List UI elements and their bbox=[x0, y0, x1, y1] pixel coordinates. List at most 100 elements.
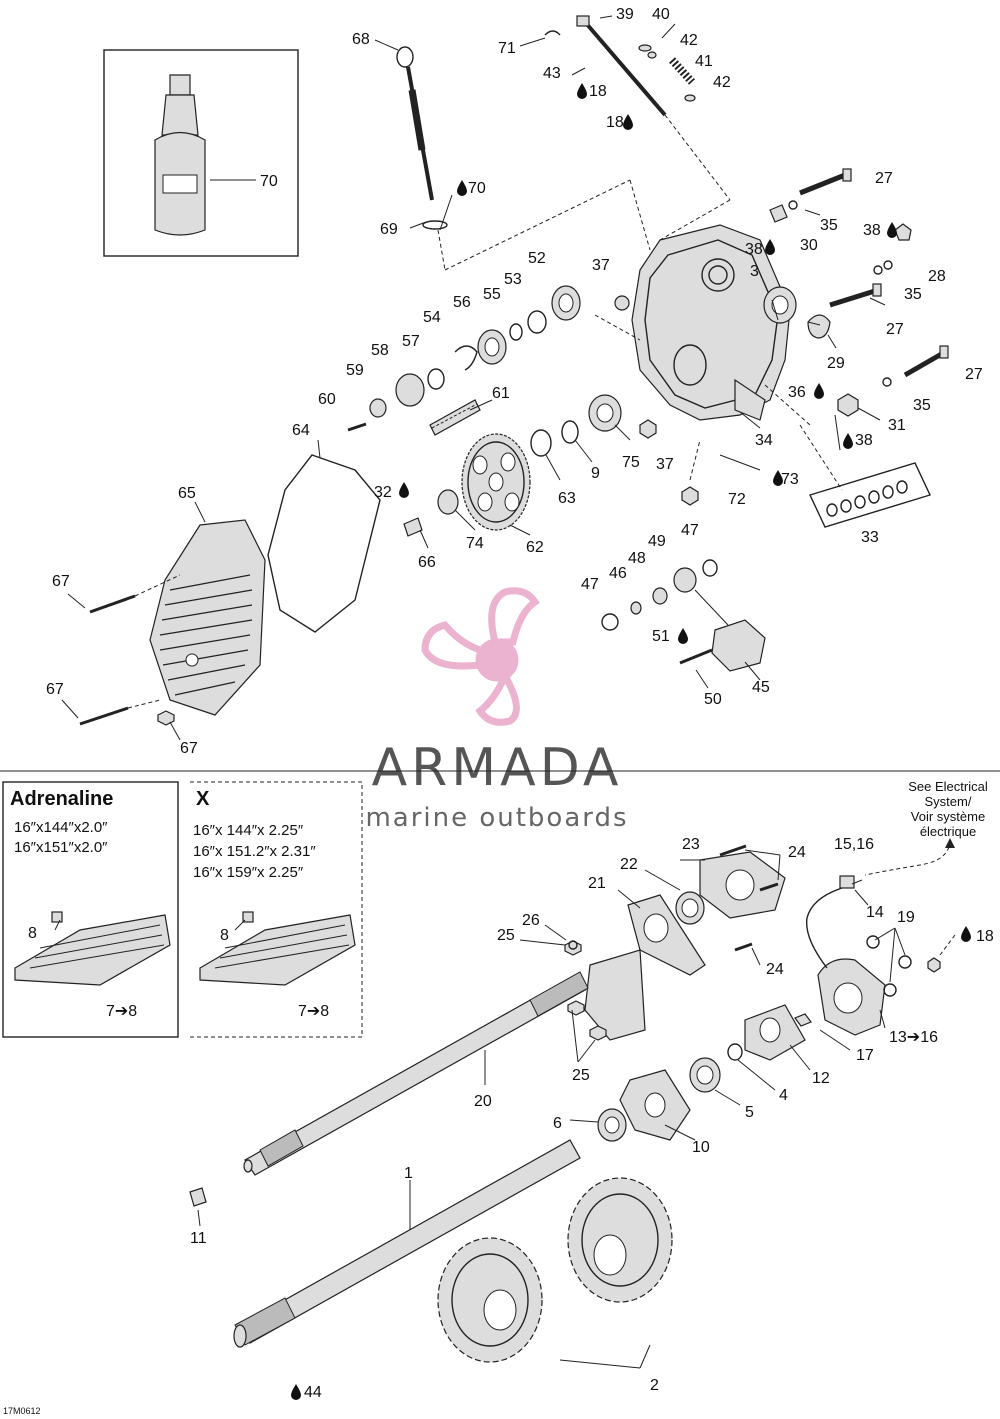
part-label-72: 72 bbox=[728, 491, 746, 508]
part-label-27: 27 bbox=[886, 321, 904, 338]
x-title: X bbox=[196, 788, 210, 810]
housing-bolts bbox=[769, 168, 949, 491]
part-label-59: 59 bbox=[346, 362, 364, 379]
part-label-39: 39 bbox=[616, 6, 634, 23]
part-label-14: 14 bbox=[866, 904, 884, 921]
part-label-7-8: 7➔8 bbox=[106, 1003, 137, 1020]
watermark-brand: ARMADA bbox=[372, 738, 623, 798]
part-label-3: 3 bbox=[750, 263, 759, 280]
part-label-75: 75 bbox=[622, 454, 640, 471]
part-label-40: 40 bbox=[652, 6, 670, 23]
part-label-35: 35 bbox=[820, 217, 838, 234]
part-label-42: 42 bbox=[713, 74, 731, 91]
part-label-13-16: 13➔16 bbox=[889, 1029, 938, 1046]
part-label-10: 10 bbox=[692, 1139, 710, 1156]
part-label-26: 26 bbox=[522, 912, 540, 929]
part-label-4: 4 bbox=[779, 1087, 788, 1104]
part-label-27: 27 bbox=[875, 170, 893, 187]
part-label-50: 50 bbox=[704, 691, 722, 708]
armada-logo bbox=[421, 587, 540, 726]
part-label-7-8: 7➔8 bbox=[298, 1003, 329, 1020]
oil-drop-icon bbox=[399, 482, 409, 498]
part-label-38: 38 bbox=[745, 241, 763, 258]
part-label-33: 33 bbox=[861, 529, 879, 546]
watermark-tagline: marine outboards bbox=[365, 803, 628, 833]
oil-drop-icon bbox=[887, 222, 897, 238]
oil-drop-icon bbox=[961, 926, 971, 942]
part-label-51: 51 bbox=[652, 628, 670, 645]
part-label-18: 18 bbox=[589, 83, 607, 100]
part-label-70: 70 bbox=[468, 180, 486, 197]
part-label-65: 65 bbox=[178, 485, 196, 502]
part-label-62: 62 bbox=[526, 539, 544, 556]
part-label-37: 37 bbox=[592, 257, 610, 274]
electrical-note-line-2: System/ bbox=[925, 794, 972, 809]
electrical-arrow bbox=[864, 839, 951, 876]
part-label-41: 41 bbox=[695, 53, 713, 70]
part-label-19: 19 bbox=[897, 909, 915, 926]
part-label-28: 28 bbox=[928, 268, 946, 285]
part-label-6: 6 bbox=[553, 1115, 562, 1132]
oil-drop-icons bbox=[291, 83, 971, 1400]
part-label-49: 49 bbox=[648, 533, 666, 550]
electrical-arrow-head bbox=[945, 838, 955, 848]
part-label-67: 67 bbox=[52, 573, 70, 590]
part-label-24: 24 bbox=[766, 961, 784, 978]
oil-drop-icon bbox=[457, 180, 467, 196]
part-label-18: 18 bbox=[976, 928, 994, 945]
part-label-21: 21 bbox=[588, 875, 606, 892]
part-label-53: 53 bbox=[504, 271, 522, 288]
part-label-69: 69 bbox=[380, 221, 398, 238]
x-spec-2: 16″x 151.2″x 2.31″ bbox=[193, 843, 316, 860]
chaincase-housing bbox=[631, 224, 811, 426]
oil-bottle-inset bbox=[103, 49, 299, 257]
part-label-58: 58 bbox=[371, 342, 389, 359]
part-label-15-16: 15,16 bbox=[834, 836, 874, 853]
upper-shaft-bearings bbox=[347, 285, 641, 432]
speed-sensor-flange bbox=[597, 875, 956, 1142]
part-label-34: 34 bbox=[755, 432, 773, 449]
electrical-note-line-4: électrique bbox=[920, 824, 976, 839]
x-spec-3: 16″x 159″x 2.25″ bbox=[193, 864, 304, 881]
x-track-box bbox=[190, 781, 363, 1038]
part-label-45: 45 bbox=[752, 679, 770, 696]
adrenaline-spec-2: 16″x151″x2.0″ bbox=[14, 839, 108, 856]
drive-chain bbox=[429, 399, 481, 436]
part-label-37: 37 bbox=[656, 456, 674, 473]
part-label-68: 68 bbox=[352, 31, 370, 48]
drive-sprockets bbox=[437, 1177, 673, 1369]
part-label-27: 27 bbox=[965, 366, 983, 383]
oil-drop-icon bbox=[773, 470, 783, 486]
part-label-25: 25 bbox=[572, 1067, 590, 1084]
part-label-60: 60 bbox=[318, 391, 336, 408]
part-label-70: 70 bbox=[260, 173, 278, 190]
part-label-56: 56 bbox=[453, 294, 471, 311]
drawing-reference: 17M0612 bbox=[3, 1406, 41, 1416]
tensioner-bolt bbox=[544, 15, 731, 241]
part-label-67: 67 bbox=[180, 740, 198, 757]
chain-tensioner bbox=[601, 559, 766, 672]
part-label-38: 38 bbox=[863, 222, 881, 239]
adrenaline-spec-1: 16″x144″x2.0″ bbox=[14, 819, 108, 836]
adrenaline-track-box bbox=[2, 781, 179, 1038]
part-label-8: 8 bbox=[220, 927, 229, 944]
part-label-43: 43 bbox=[543, 65, 561, 82]
part-label-35: 35 bbox=[904, 286, 922, 303]
part-label-1: 1 bbox=[404, 1165, 413, 1182]
part-label-38: 38 bbox=[855, 432, 873, 449]
part-label-18: 18 bbox=[606, 114, 624, 131]
dipstick bbox=[396, 46, 651, 271]
part-label-57: 57 bbox=[402, 333, 420, 350]
leader-lines bbox=[54, 15, 906, 1230]
part-label-29: 29 bbox=[827, 355, 845, 372]
part-label-9: 9 bbox=[591, 465, 600, 482]
oil-drop-icon bbox=[814, 383, 824, 399]
part-label-55: 55 bbox=[483, 286, 501, 303]
part-label-61: 61 bbox=[492, 385, 510, 402]
part-label-52: 52 bbox=[528, 250, 546, 267]
part-label-2: 2 bbox=[650, 1377, 659, 1394]
oil-drop-icon bbox=[765, 239, 775, 255]
electrical-note-line-3: Voir système bbox=[911, 809, 985, 824]
adrenaline-title: Adrenaline bbox=[10, 788, 113, 810]
